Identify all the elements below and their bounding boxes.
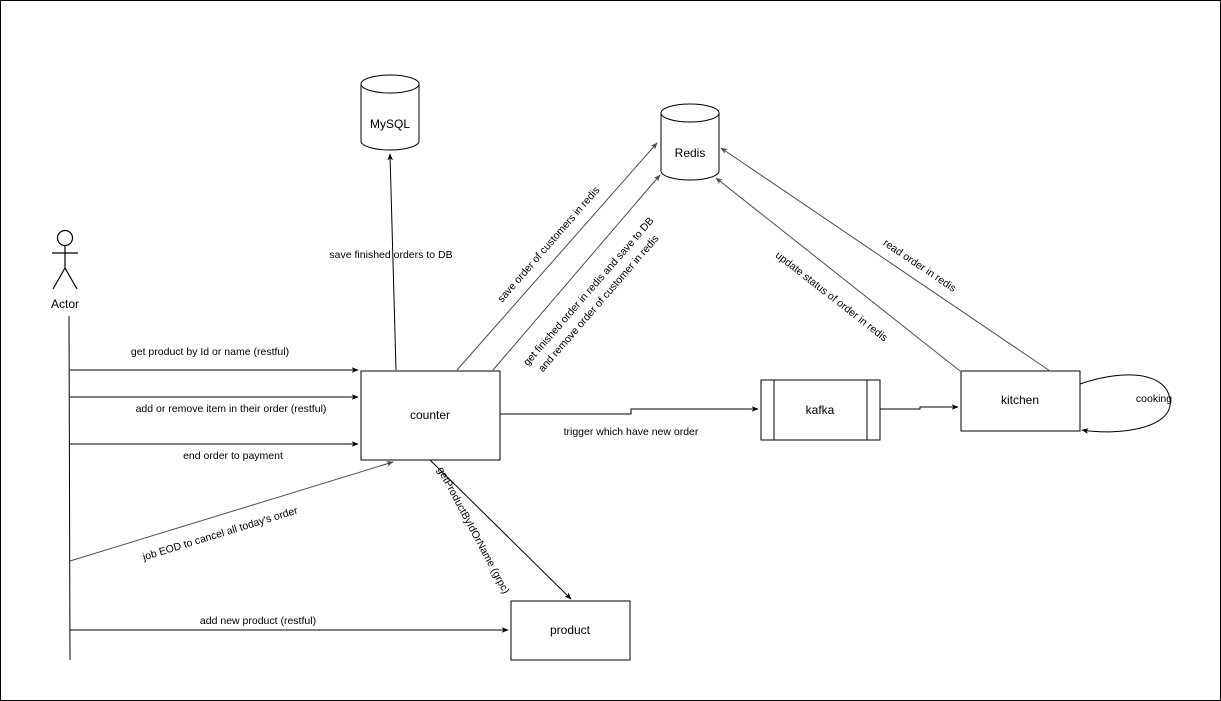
edge-job-eod <box>69 461 394 562</box>
kafka-label: kafka <box>806 403 835 417</box>
label-get-product: get product by Id or name (restful) <box>131 346 289 358</box>
label-end-order: end order to payment <box>183 450 283 462</box>
product-service <box>510 600 631 661</box>
edge-get-finished <box>492 174 661 371</box>
label-add-new-product: add new product (restful) <box>200 615 316 627</box>
kafka-queue <box>760 379 881 441</box>
counter-service <box>360 370 501 461</box>
kitchen-service <box>960 370 1081 432</box>
label-add-remove-item: add or remove item in their order (restf… <box>136 403 327 415</box>
actor-figure <box>52 229 78 290</box>
mysql-label: MySQL <box>370 117 410 131</box>
actor-label: Actor <box>51 297 79 311</box>
label-save-finished: save finished orders to DB <box>329 249 452 261</box>
edge-read-order <box>720 147 1051 372</box>
kitchen-label: kitchen <box>1001 393 1039 407</box>
counter-label: counter <box>410 408 450 422</box>
edge-cooking-loop <box>1079 374 1171 434</box>
label-trigger-new-order: trigger which have new order <box>564 426 699 438</box>
actor-lifeline <box>68 315 71 661</box>
mysql-database <box>360 74 420 151</box>
redis-database <box>660 103 720 181</box>
product-label: product <box>550 623 591 637</box>
redis-label: Redis <box>675 146 706 160</box>
edge-trigger-new-order <box>500 406 759 415</box>
edge-grpc-call <box>429 459 572 600</box>
edge-save-order-redis <box>456 142 658 371</box>
edge-kafka-kitchen <box>880 404 959 410</box>
edge-update-status <box>715 177 961 372</box>
edge-save-finished <box>387 153 397 371</box>
label-cooking: cooking <box>1136 393 1172 405</box>
